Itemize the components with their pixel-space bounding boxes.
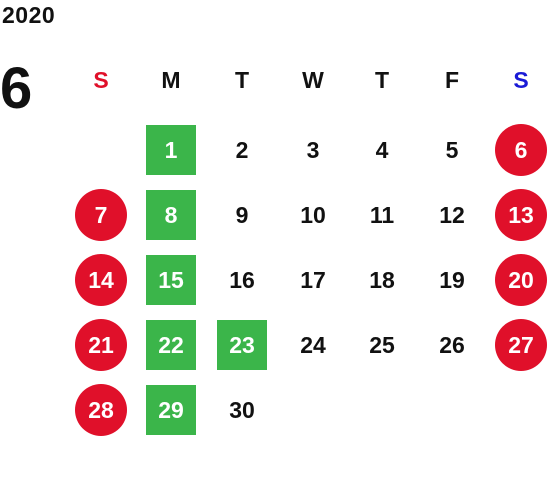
weekday-5-label: F <box>444 66 460 93</box>
day-12[interactable]: 12 <box>439 201 465 228</box>
day-28[interactable]: 28 <box>75 384 127 436</box>
day-13[interactable]: 13 <box>495 189 547 241</box>
day-2[interactable]: 2 <box>235 136 249 163</box>
day-23[interactable]: 23 <box>217 320 267 370</box>
weekday-0-label: S <box>93 66 109 93</box>
day-16[interactable]: 16 <box>229 266 255 293</box>
day-3[interactable]: 3 <box>306 136 320 163</box>
day-24[interactable]: 24 <box>300 331 326 358</box>
day-30[interactable]: 30 <box>229 396 255 423</box>
day-14[interactable]: 14 <box>75 254 127 306</box>
day-9[interactable]: 9 <box>235 201 249 228</box>
day-20[interactable]: 20 <box>495 254 547 306</box>
year-label: 2020 <box>2 2 56 28</box>
day-18[interactable]: 18 <box>369 266 395 293</box>
day-21[interactable]: 21 <box>75 319 127 371</box>
day-27[interactable]: 27 <box>495 319 547 371</box>
day-8[interactable]: 8 <box>146 190 196 240</box>
day-11[interactable]: 11 <box>369 201 395 228</box>
weekday-1-label: M <box>161 66 181 93</box>
weekday-4-label: T <box>374 66 390 93</box>
day-19[interactable]: 19 <box>439 266 465 293</box>
day-4[interactable]: 4 <box>375 136 389 163</box>
day-1[interactable]: 1 <box>146 125 196 175</box>
day-29[interactable]: 29 <box>146 385 196 435</box>
day-6[interactable]: 6 <box>495 124 547 176</box>
day-7[interactable]: 7 <box>75 189 127 241</box>
day-10[interactable]: 10 <box>300 201 326 228</box>
day-22[interactable]: 22 <box>146 320 196 370</box>
day-26[interactable]: 26 <box>439 331 465 358</box>
weekday-2-label: T <box>234 66 250 93</box>
day-5[interactable]: 5 <box>445 136 459 163</box>
weekday-6-label: S <box>513 66 529 93</box>
weekday-3-label: W <box>302 66 324 93</box>
day-25[interactable]: 25 <box>369 331 395 358</box>
day-15[interactable]: 15 <box>146 255 196 305</box>
day-17[interactable]: 17 <box>300 266 326 293</box>
month-number: 6 <box>0 56 33 121</box>
